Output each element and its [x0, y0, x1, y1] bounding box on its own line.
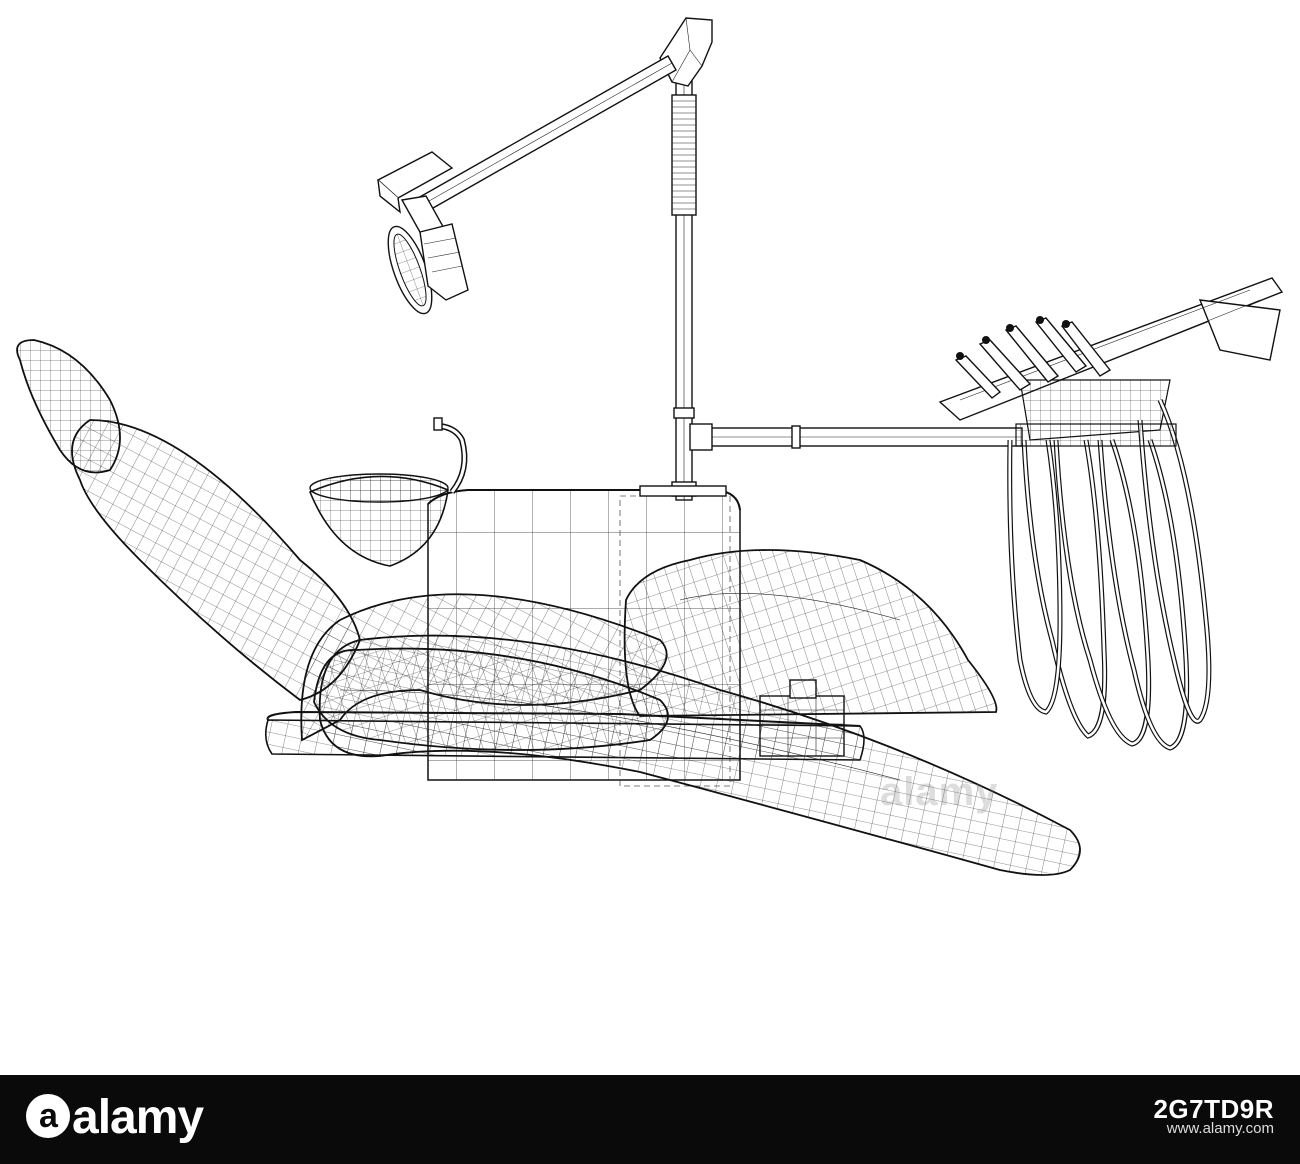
alamy-logo-text: alamy [72, 1091, 204, 1144]
watermark: alamy [880, 770, 999, 814]
spittoon-bowl [308, 417, 468, 567]
chair-headrest [16, 339, 121, 474]
image-id: 2G7TD9R [1153, 1094, 1274, 1124]
site-url: www.alamy.com [1166, 1120, 1274, 1137]
instrument-tray [938, 277, 1284, 441]
pole-spring [671, 94, 697, 216]
instrument-arm [689, 423, 1023, 451]
dental-handpieces [954, 316, 1112, 399]
lamp-housing [419, 223, 469, 301]
alamy-a-icon: a [26, 1094, 70, 1139]
wireframe-dental-chair-illustration: alamy [16, 17, 1284, 876]
footer-info: 2G7TD9R www.alamy.com [1153, 1094, 1274, 1139]
instrument-hoses [1007, 398, 1212, 751]
lamp-assembly [376, 17, 713, 501]
lamp-top-joint [659, 17, 713, 87]
